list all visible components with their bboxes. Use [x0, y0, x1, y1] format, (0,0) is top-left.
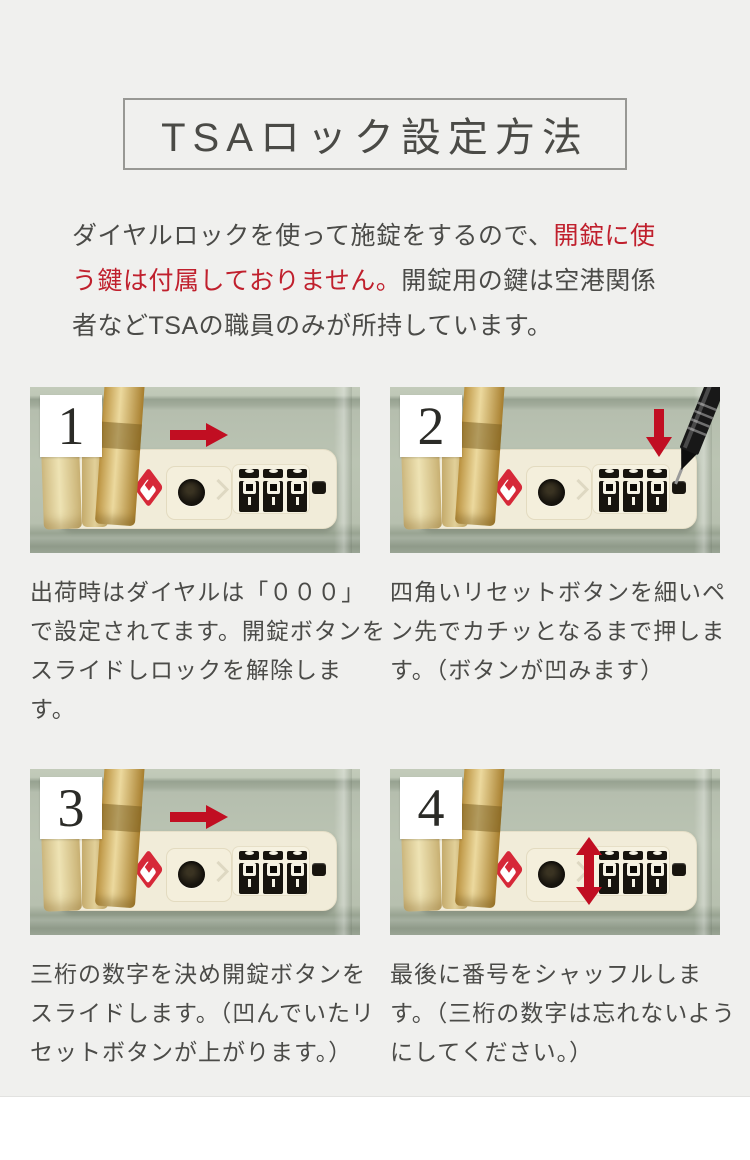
keyhole-icon	[178, 861, 205, 888]
intro-text: ダイヤルロックを使って施錠をするので、開錠に使う鍵は付属しておりません。開錠用の…	[72, 214, 680, 349]
page-title: TSAロック設定方法	[161, 116, 589, 160]
step-2: 2	[390, 387, 725, 729]
step-number: 3	[57, 778, 85, 838]
tsa-logo-icon	[133, 467, 164, 508]
dial-icon	[647, 849, 667, 894]
step-4-caption: 最後に番号をシャッフルします。（三桁の数字は忘れないようにしてください。）	[390, 961, 736, 1065]
dial-icon	[599, 467, 619, 512]
dial-icon	[287, 849, 307, 894]
page-title-box: TSAロック設定方法	[123, 98, 627, 170]
dial-icon	[263, 467, 283, 512]
step-number-badge: 4	[400, 777, 462, 839]
unlock-slide-button	[166, 466, 232, 520]
reset-button-icon	[672, 863, 686, 876]
reset-button-icon	[672, 481, 686, 494]
steps-grid: 1 出荷時はダイヤルは「０００」で設定されてます。開錠ボタンをスライドしロックを…	[0, 387, 750, 1072]
step-number-badge: 3	[40, 777, 102, 839]
step-number-badge: 1	[40, 395, 102, 457]
step-3-photo: 3	[30, 769, 360, 935]
intro-text-normal-2: 開錠用の鍵は空港関係者などTSAの職員のみが所持しています。	[72, 267, 657, 340]
keyhole-icon	[538, 861, 565, 888]
step-number: 4	[417, 778, 445, 838]
red-arrow-down-icon	[646, 409, 672, 459]
footer-spacer	[0, 1097, 750, 1159]
step-1-caption: 出荷時はダイヤルは「０００」で設定されてます。開錠ボタンをスライドしロックを解除…	[30, 579, 386, 722]
step-number: 1	[57, 396, 85, 456]
pen-icon	[674, 387, 720, 485]
shell-groove	[694, 769, 712, 935]
dial-icon	[287, 467, 307, 512]
step-3: 3 三桁の数字を決め開錠ボタンをスライドします。（凹んでいたリセットボタンが上が…	[30, 769, 374, 1072]
tsa-logo-icon	[493, 467, 524, 508]
red-arrow-right-icon	[170, 423, 228, 447]
unlock-slide-button	[166, 848, 232, 902]
intro-text-red-emphasis: 開錠に使う鍵は付属しておりません。	[72, 222, 656, 295]
step-number: 2	[417, 396, 445, 456]
step-1: 1 出荷時はダイヤルは「０００」で設定されてます。開錠ボタンをスライドしロックを…	[30, 387, 385, 729]
intro-text-normal-1: ダイヤルロックを使って施錠をするので、	[72, 222, 554, 250]
step-3-caption: 三桁の数字を決め開錠ボタンをスライドします。（凹んでいたリセットボタンが上がりま…	[30, 961, 376, 1065]
keyhole-icon	[538, 479, 565, 506]
step-4: 4 最後に番号をシャッフルします。（三桁の数字は忘れないようにしてください。）	[390, 769, 735, 1072]
dial-icon	[263, 849, 283, 894]
instruction-section: TSAロック設定方法 ダイヤルロックを使って施錠をするので、開錠に使う鍵は付属し…	[0, 0, 750, 1097]
keyhole-icon	[178, 479, 205, 506]
step-4-photo: 4	[390, 769, 720, 935]
dial-icon	[239, 849, 259, 894]
step-2-photo: 2	[390, 387, 720, 553]
reset-button-icon	[312, 481, 326, 494]
unlock-slide-button	[526, 466, 592, 520]
shell-groove	[334, 769, 352, 935]
tsa-logo-icon	[493, 849, 524, 890]
red-arrow-vertical-icon	[576, 837, 602, 905]
shell-groove	[334, 387, 352, 553]
dial-icon	[623, 849, 643, 894]
dial-icon	[599, 849, 619, 894]
step-number-badge: 2	[400, 395, 462, 457]
reset-button-icon	[312, 863, 326, 876]
dial-icon	[239, 467, 259, 512]
step-2-caption: 四角いリセットボタンを細いペン先でカチッとなるまで押します。（ボタンが凹みます）	[390, 579, 726, 683]
tsa-logo-icon	[133, 849, 164, 890]
dial-icon	[623, 467, 643, 512]
unlock-slide-button	[526, 848, 592, 902]
step-1-photo: 1	[30, 387, 360, 553]
red-arrow-right-icon	[170, 805, 228, 829]
dial-icon	[647, 467, 667, 512]
